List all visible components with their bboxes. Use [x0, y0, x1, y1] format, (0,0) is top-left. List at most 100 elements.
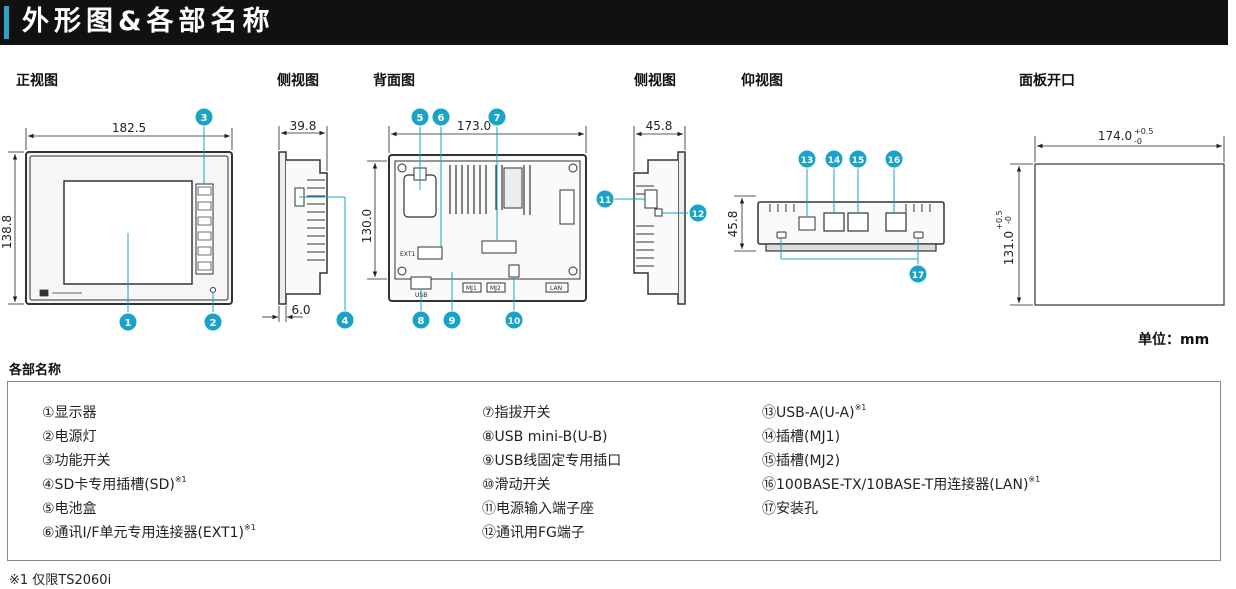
panel-cutout [1034, 163, 1225, 306]
side-view-right [633, 151, 686, 305]
mj2-slot [486, 282, 506, 293]
callout-15-number: 15 [852, 156, 865, 166]
callout-11 [595, 189, 615, 209]
part-item: ⑪电源输入端子座 [482, 501, 594, 517]
callout-13 [797, 149, 817, 169]
usb-mini-b [410, 276, 432, 290]
side-view-right-label: 侧视图 [634, 73, 676, 89]
parts-title: 各部名称 [9, 363, 62, 378]
callout-2 [203, 312, 223, 332]
side-thickness-dim: 6.0 [291, 303, 310, 317]
callout-14 [824, 149, 844, 169]
callout-8-number: 8 [418, 316, 425, 327]
callout-8 [411, 310, 431, 330]
function-switches [195, 183, 214, 275]
mj2-label: MJ2 [490, 285, 501, 292]
usb-a-port [798, 216, 816, 231]
callout-9-number: 9 [449, 316, 456, 327]
part-item: ⑭插槽(MJ1) [762, 429, 841, 445]
note-mark: ※1 [854, 403, 867, 412]
callout-16-number: 16 [888, 156, 901, 166]
cutout-width-tol-minus: -0 [1134, 137, 1142, 146]
mj1-label: MJ1 [466, 285, 477, 292]
callout-12-number: 12 [692, 210, 705, 220]
back-view [388, 154, 587, 302]
parts-column-2: ⑦指拔开关 ⑧USB mini-B(U-B) ⑨USB线固定专用插口 ⑩滑动开关… [482, 401, 621, 545]
callout-4 [335, 310, 355, 330]
parts-list-box: ①显示器 ②电源灯 ③功能开关 ④SD卡专用插槽(SD)※1 ⑤电池盒 ⑥通讯I… [7, 381, 1221, 561]
bottom-view [757, 201, 945, 252]
part-item: ⑥通讯I/F单元专用连接器(EXT1)※1 [42, 523, 256, 541]
callout-17-number: 17 [912, 271, 925, 281]
callout-10 [504, 310, 524, 330]
side2-depth-dim: 45.8 [646, 119, 673, 133]
callout-5 [410, 107, 430, 127]
fg-terminal [654, 208, 663, 217]
unit-label: 单位：mm [1138, 332, 1210, 348]
part-item: ⑬USB-A(U-A)※1 [762, 403, 867, 421]
slide-switch [508, 264, 520, 278]
header-bar: 外形图&各部名称 [0, 0, 1228, 45]
callout-1 [118, 312, 138, 332]
part-item: ⑮插槽(MJ2) [762, 453, 841, 469]
callout-7-number: 7 [494, 113, 501, 124]
front-view-label: 正视图 [16, 73, 58, 89]
front-view [25, 151, 233, 305]
cutout-height-dim: 131.0 [1002, 231, 1016, 265]
bottom-height-dim: 45.8 [726, 211, 740, 238]
callout-9 [442, 310, 462, 330]
callout-3-number: 3 [201, 113, 208, 124]
part-item: ④SD卡专用插槽(SD)※1 [42, 475, 187, 493]
mj2-port [847, 212, 869, 232]
callout-17 [908, 264, 928, 284]
back-width-dim: 173.0 [457, 119, 491, 133]
front-width-dim: 182.5 [112, 121, 146, 135]
callout-13-number: 13 [801, 156, 814, 166]
back-view-label: 背面图 [373, 73, 415, 89]
note-mark: ※1 [1028, 475, 1041, 484]
side-view-left [278, 151, 328, 305]
back-height-dim: 130.0 [360, 209, 374, 243]
part-item: ⑯100BASE-TX/10BASE-T用连接器(LAN)※1 [762, 475, 1041, 493]
cutout-height-tol-minus: -0 [1004, 216, 1013, 224]
note-mark: ※1 [174, 475, 187, 484]
mj1-port [823, 212, 845, 232]
side-view-label: 侧视图 [277, 73, 319, 89]
part-item: ①显示器 [42, 405, 97, 421]
logo [39, 289, 49, 297]
dimension-drawing: 182.5 138.8 39.8 6.0 [0, 107, 1225, 332]
footnote: ※1 仅限TS2060i [9, 573, 112, 588]
ext1-connector [417, 246, 443, 260]
part-item: ⑫通讯用FG端子 [482, 525, 585, 541]
leader-lines [127, 125, 919, 312]
power-lamp [210, 287, 216, 293]
parts-column-1: ①显示器 ②电源灯 ③功能开关 ④SD卡专用插槽(SD)※1 ⑤电池盒 ⑥通讯I… [42, 401, 256, 545]
callout-4-number: 4 [342, 316, 349, 327]
part-item: ⑧USB mini-B(U-B) [482, 429, 608, 445]
front-height-dim: 138.8 [0, 215, 14, 249]
callout-1-number: 1 [125, 318, 132, 329]
side-depth-dim: 39.8 [290, 119, 317, 133]
cutout-width-tol-plus: +0.5 [1134, 127, 1153, 136]
header-accent [4, 6, 9, 39]
callout-12 [688, 203, 708, 223]
bottom-view-label: 仰视图 [741, 73, 783, 89]
callout-11-number: 11 [599, 196, 612, 206]
lan-connector [885, 212, 907, 232]
mj1-slot [462, 282, 482, 293]
part-item: ②电源灯 [42, 429, 97, 445]
callout-15 [848, 149, 868, 169]
front-dim [8, 128, 233, 305]
power-terminal [644, 189, 658, 209]
parts-column-3: ⑬USB-A(U-A)※1 ⑭插槽(MJ1) ⑮插槽(MJ2) ⑯100BASE… [762, 401, 1040, 521]
callout-10-number: 10 [508, 317, 521, 327]
callout-6 [431, 107, 451, 127]
callout-6-number: 6 [438, 113, 445, 124]
note-mark: ※1 [244, 523, 256, 532]
ext1-label: EXT1 [400, 251, 415, 258]
cutout-height-tol-plus: +0.5 [995, 210, 1004, 229]
part-item: ⑩滑动开关 [482, 477, 551, 493]
panel-cutout-label: 面板开口 [1019, 73, 1075, 89]
part-item: ⑰安装孔 [762, 501, 818, 517]
callout-3 [194, 107, 214, 127]
